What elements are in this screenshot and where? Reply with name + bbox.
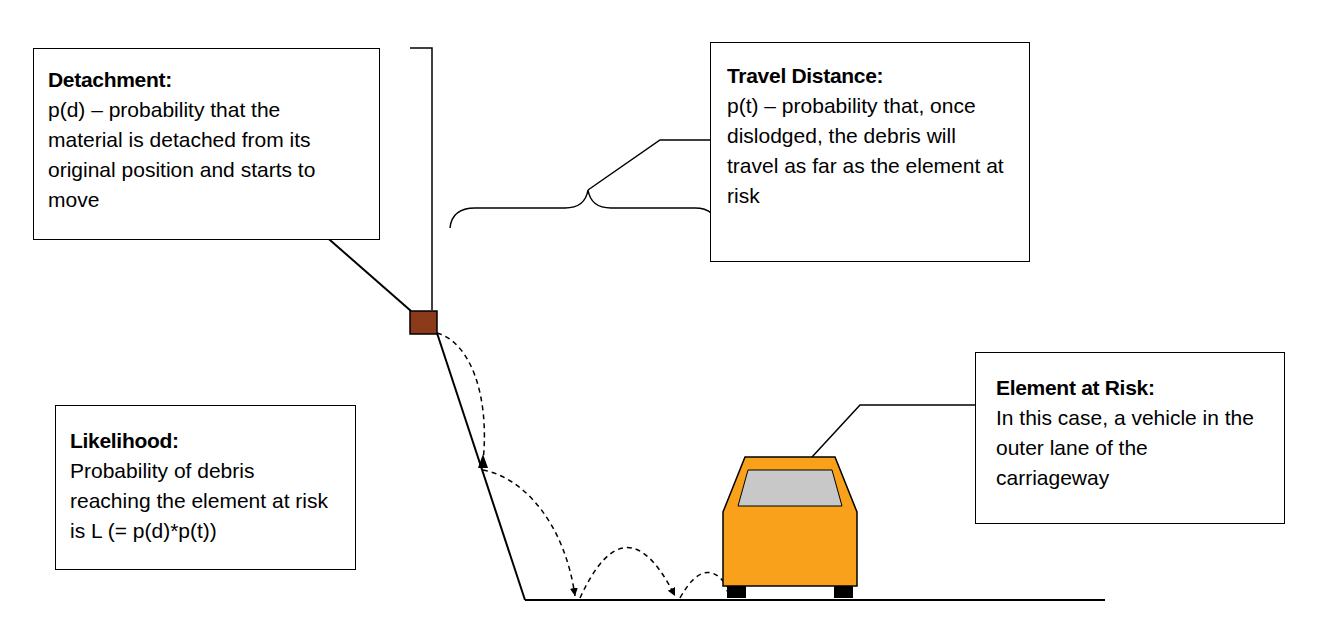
distance-brace [450, 190, 718, 228]
leader-line [410, 48, 432, 310]
callout-box: Travel Distance:p(t) – probability that,… [710, 42, 1030, 262]
box-heading: Detachment: [48, 65, 349, 95]
carriageway-surface [525, 599, 1105, 601]
vehicle-window [738, 470, 842, 506]
box-heading: Likelihood: [70, 426, 333, 456]
box-body: p(t) – probability that, once dislodged,… [727, 91, 1007, 211]
box-heading: Element at Risk: [996, 373, 1262, 403]
impact-arrowhead [478, 454, 488, 468]
rock-block [410, 311, 437, 334]
box-heading: Travel Distance: [727, 61, 1007, 91]
vehicle-body [723, 457, 857, 586]
callout-box: Likelihood:Probability of debris reachin… [55, 405, 356, 570]
box-body: p(d) – probability that the material is … [48, 95, 349, 215]
debris-bounce [580, 547, 675, 598]
cliff-face [437, 333, 525, 600]
leader-line [588, 140, 710, 190]
callout-box: Detachment:p(d) – probability that the m… [33, 48, 380, 240]
box-body: In this case, a vehicle in the outer lan… [996, 403, 1262, 493]
debris-trajectory [437, 333, 484, 462]
box-body: Probability of debris reaching the eleme… [70, 456, 333, 546]
leader-line [812, 405, 975, 457]
callout-box: Element at Risk:In this case, a vehicle … [975, 352, 1285, 524]
debris-trajectory [483, 470, 575, 596]
